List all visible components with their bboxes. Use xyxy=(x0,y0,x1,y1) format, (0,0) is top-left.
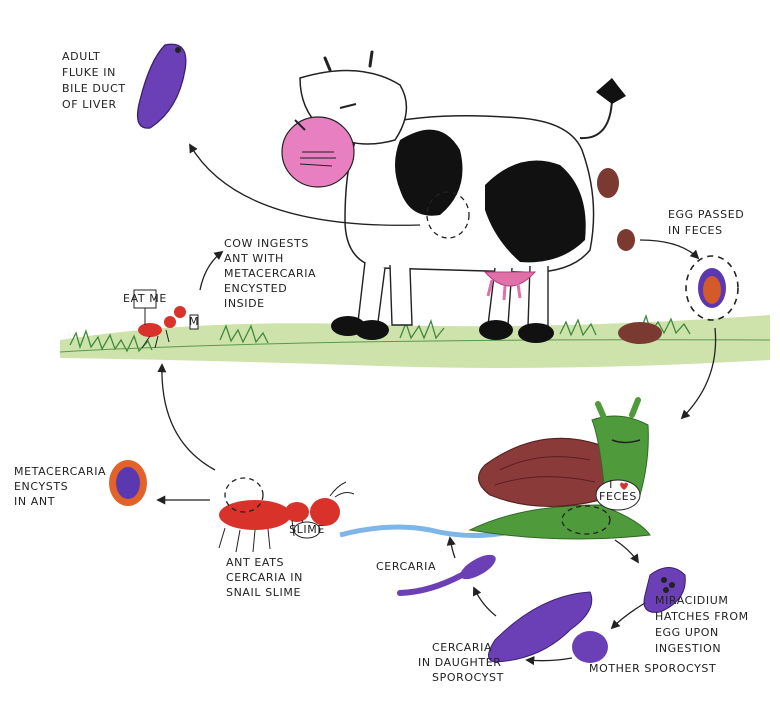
arrow-feces-to-egg xyxy=(639,239,700,260)
label-metacercaria-encysts: METACERCARIA ENCYSTS IN ANT xyxy=(14,465,110,508)
snail-shell xyxy=(478,437,611,508)
liver-highlight xyxy=(426,191,470,239)
miracidium xyxy=(643,567,686,613)
snail-sign-top: I xyxy=(609,478,613,491)
label-cow-ingests: COW INGESTS ANT WITH METACERCARIA ENCYST… xyxy=(224,237,320,310)
arrow-daughter-to-cercaria xyxy=(472,586,497,617)
arrow-egg-to-snail xyxy=(680,327,717,420)
cycle-arrows xyxy=(156,143,717,666)
snail: I FECES xyxy=(339,397,651,540)
label-adult-fluke: ADULT FLUKE IN BILE DUCT OF LIVER xyxy=(62,50,130,111)
label-miracidium: MIRACIDIUM HATCHES FROM EGG UPON INGESTI… xyxy=(655,594,753,655)
arrow-grass-to-cow xyxy=(199,250,224,291)
hoof xyxy=(479,320,513,340)
feces xyxy=(597,168,662,344)
heart-icon xyxy=(620,482,628,490)
label-ant-eats: ANT EATS CERCARIA IN SNAIL SLIME xyxy=(226,556,307,599)
label-mother-sporocyst: MOTHER SPOROCYST xyxy=(589,662,716,675)
cercaria xyxy=(397,554,496,596)
cow-spot xyxy=(485,160,586,263)
arrow-cercaria-to-slime xyxy=(446,536,456,559)
tail-tuft xyxy=(596,78,626,104)
label-egg-passed: EGG PASSED IN FECES xyxy=(668,208,748,237)
label-cercaria-daughter: CERCARIA IN DAUGHTER SPOROCYST xyxy=(418,641,506,684)
arrow-cow-to-fluke xyxy=(189,143,421,226)
arrow-mother-to-daughter xyxy=(525,656,573,666)
udder xyxy=(483,271,537,287)
daughter-sporocyst xyxy=(488,591,593,663)
ant-sign2-text: SLIME xyxy=(289,523,325,536)
hoof xyxy=(355,320,389,340)
adult-fluke xyxy=(136,43,187,129)
ant-eating-cercaria: SLIME xyxy=(218,477,355,553)
ant-bottle-text: M xyxy=(189,315,199,328)
egg-in-feces xyxy=(685,255,739,321)
label-cercaria: CERCARIA xyxy=(376,560,436,573)
arrow-ant-to-grass xyxy=(157,363,216,471)
snail-sign-bottom: FECES xyxy=(599,490,637,503)
snail-slime xyxy=(339,524,511,539)
ant-sign-text: EAT ME xyxy=(123,292,167,305)
arrow-miracidium-to-mother xyxy=(610,602,646,630)
cow-tail xyxy=(579,99,613,140)
mother-sporocyst xyxy=(572,631,608,663)
metacercaria-cyst xyxy=(109,460,147,506)
cow-spot xyxy=(395,129,463,216)
arrow-snail-to-miracidium xyxy=(614,539,640,564)
hoof xyxy=(518,323,554,343)
ant-with-sign: EAT ME M xyxy=(123,289,199,349)
labels: ADULT FLUKE IN BILE DUCT OF LIVER EGG PA… xyxy=(14,50,753,684)
cow xyxy=(281,50,626,343)
